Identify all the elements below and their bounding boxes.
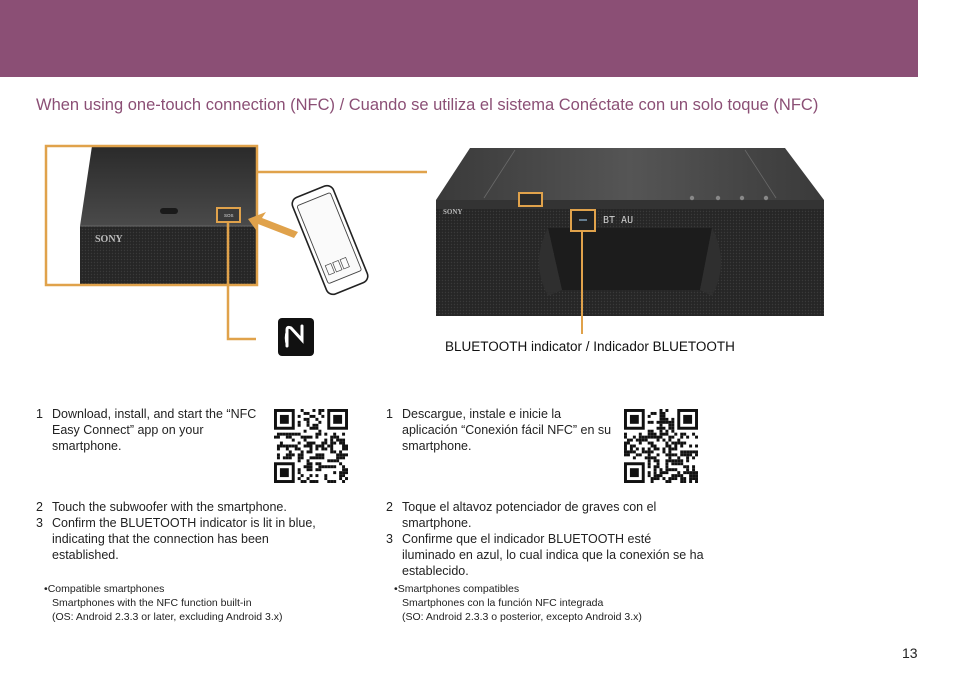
en-step-3: 3 Confirm the BLUETOOTH indicator is lit… <box>36 516 316 562</box>
main-unit: SONY BT AU <box>427 144 830 326</box>
nfc-leader-line <box>226 222 256 341</box>
en-step-1: 1 Download, install, and start the “NFC … <box>36 407 257 453</box>
qr-code-en <box>274 409 348 483</box>
en-compatible-note: •Compatible smartphones Smartphones with… <box>44 583 283 623</box>
es-compatible-note: •Smartphones compatibles Smartphones con… <box>394 583 642 623</box>
es-step-2: 2 Toque el altavoz potenciador de graves… <box>386 500 657 530</box>
bluetooth-indicator-caption: BLUETOOTH indicator / Indicador BLUETOOT… <box>445 339 735 354</box>
es-step-1: 1 Descargue, instale e inicie la aplicac… <box>386 407 612 453</box>
display-text: BT AU <box>603 215 633 226</box>
n-mark-icon <box>278 318 314 356</box>
brand-logo-left: SONY <box>95 234 124 245</box>
section-title: When using one-touch connection (NFC) / … <box>36 96 819 114</box>
smartphone-illustration <box>291 184 369 296</box>
en-step-2: 2 Touch the subwoofer with the smartphon… <box>36 500 287 514</box>
page-number: 13 <box>902 645 918 661</box>
indicator-link-line <box>257 170 532 196</box>
brand-logo-right: SONY <box>443 208 462 216</box>
qr-code-es <box>624 409 698 483</box>
touch-arrow <box>248 212 298 238</box>
subwoofer-closeup: SONY SOS <box>44 144 259 287</box>
nfc-mark-label: SOS <box>224 213 234 218</box>
es-step-3: 3 Confirme que el indicador BLUETOOTH es… <box>386 532 704 578</box>
header-banner <box>0 0 918 77</box>
